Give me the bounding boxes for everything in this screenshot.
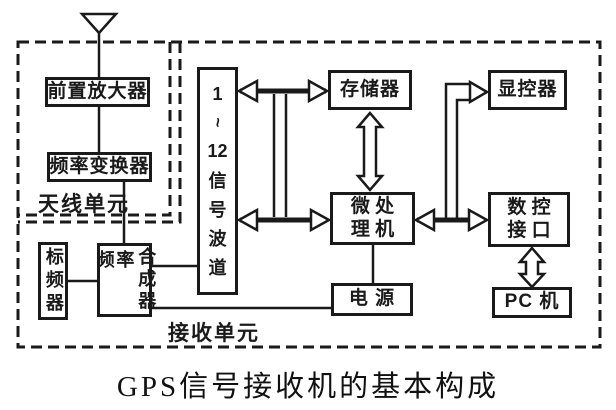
antenna-unit-dashed-border: [18, 42, 172, 217]
arrowhead-into-displayctrl: [468, 79, 490, 105]
receiver-unit-label: 接收单元: [168, 322, 260, 345]
box-microprocessor: 微 处 理 机: [330, 192, 415, 245]
bus-link-display-line-inner: [455, 98, 470, 218]
box-dc-interface: 数 控 接 口: [488, 192, 570, 247]
channels-char: 道: [208, 257, 227, 278]
figure-caption: GPS信号接收机的基本构成: [116, 371, 500, 403]
channels-char: 信: [208, 170, 227, 191]
arrowhead-into-microprocessor-left: [309, 207, 332, 233]
double-arrow-dcinterface-pc: [517, 246, 547, 289]
arrowhead-into-microprocessor-right: [413, 207, 436, 233]
box-display-ctrl: 显控器: [488, 70, 567, 110]
channels-char: 波: [208, 228, 227, 249]
freq-synth-col1: 频率: [94, 250, 135, 290]
box-memory: 存储器: [328, 70, 412, 110]
antenna-unit-label: 天线单元: [38, 193, 130, 216]
arrowhead-into-memory: [307, 78, 330, 104]
channels-char: 号: [208, 199, 227, 220]
box-channels: 1 ~ 12 信 号 波 道: [197, 67, 238, 295]
channels-char: 12: [207, 141, 228, 162]
channels-tilde: ~: [208, 117, 227, 128]
arrowhead-into-channels-bottom: [236, 207, 259, 233]
box-freq-converter: 频率变换器: [47, 152, 152, 182]
double-arrow-memory-microprocessor: [355, 111, 385, 192]
box-preamp: 前置放大器: [45, 77, 150, 107]
receiver-unit-dashed-border: [16, 40, 602, 349]
std-freq-label: 标频器: [43, 246, 64, 316]
microprocessor-line2: 理 机: [350, 218, 395, 240]
box-power: 电 源: [331, 283, 413, 316]
dc-interface-line1: 数 控: [507, 196, 551, 218]
dc-interface-line2: 接 口: [507, 219, 551, 241]
microprocessor-line1: 微 处: [350, 195, 395, 217]
arrowhead-into-channels-top: [236, 78, 259, 104]
box-freq-synth: 频率 合成器: [94, 243, 157, 317]
receiver-unit-notch-dashed-border: [18, 42, 182, 224]
box-std-freq: 标频器: [38, 242, 68, 320]
arrowhead-into-dcinterface: [467, 207, 490, 233]
antenna-icon: [79, 12, 119, 35]
freq-synth-col2: 合成器: [136, 247, 157, 313]
channels-char: 1: [212, 84, 223, 105]
bus-link-display-line-outer: [444, 82, 470, 218]
box-pc: PC 机: [492, 287, 572, 318]
